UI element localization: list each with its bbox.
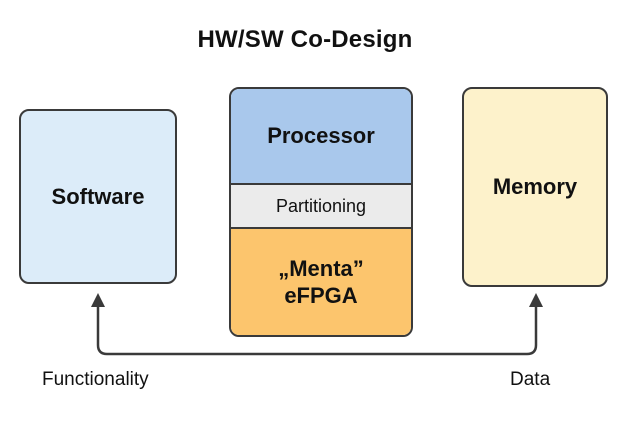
data-caption: Data	[510, 369, 551, 390]
functionality-caption: Functionality	[42, 369, 149, 390]
connector-line	[96, 305, 538, 356]
hardware-stack-block: Processor Partitioning „Menta” eFPGA	[229, 87, 413, 337]
processor-segment: Processor	[231, 89, 411, 185]
arrowhead-up-icon-software	[91, 293, 105, 307]
partitioning-segment: Partitioning	[231, 185, 411, 229]
processor-label: Processor	[267, 123, 375, 148]
memory-label: Memory	[492, 174, 578, 199]
efpga-label-line1: „Menta”	[278, 255, 364, 281]
memory-block: Memory	[462, 87, 608, 287]
diagram-title: HW/SW Co-Design	[197, 26, 413, 53]
efpga-segment: „Menta” eFPGA	[231, 229, 411, 335]
arrowhead-up-icon-memory	[529, 293, 543, 307]
software-block: Software	[19, 109, 177, 284]
partitioning-label: Partitioning	[275, 195, 367, 216]
efpga-label-line2: eFPGA	[284, 283, 358, 308]
software-label: Software	[51, 183, 145, 209]
